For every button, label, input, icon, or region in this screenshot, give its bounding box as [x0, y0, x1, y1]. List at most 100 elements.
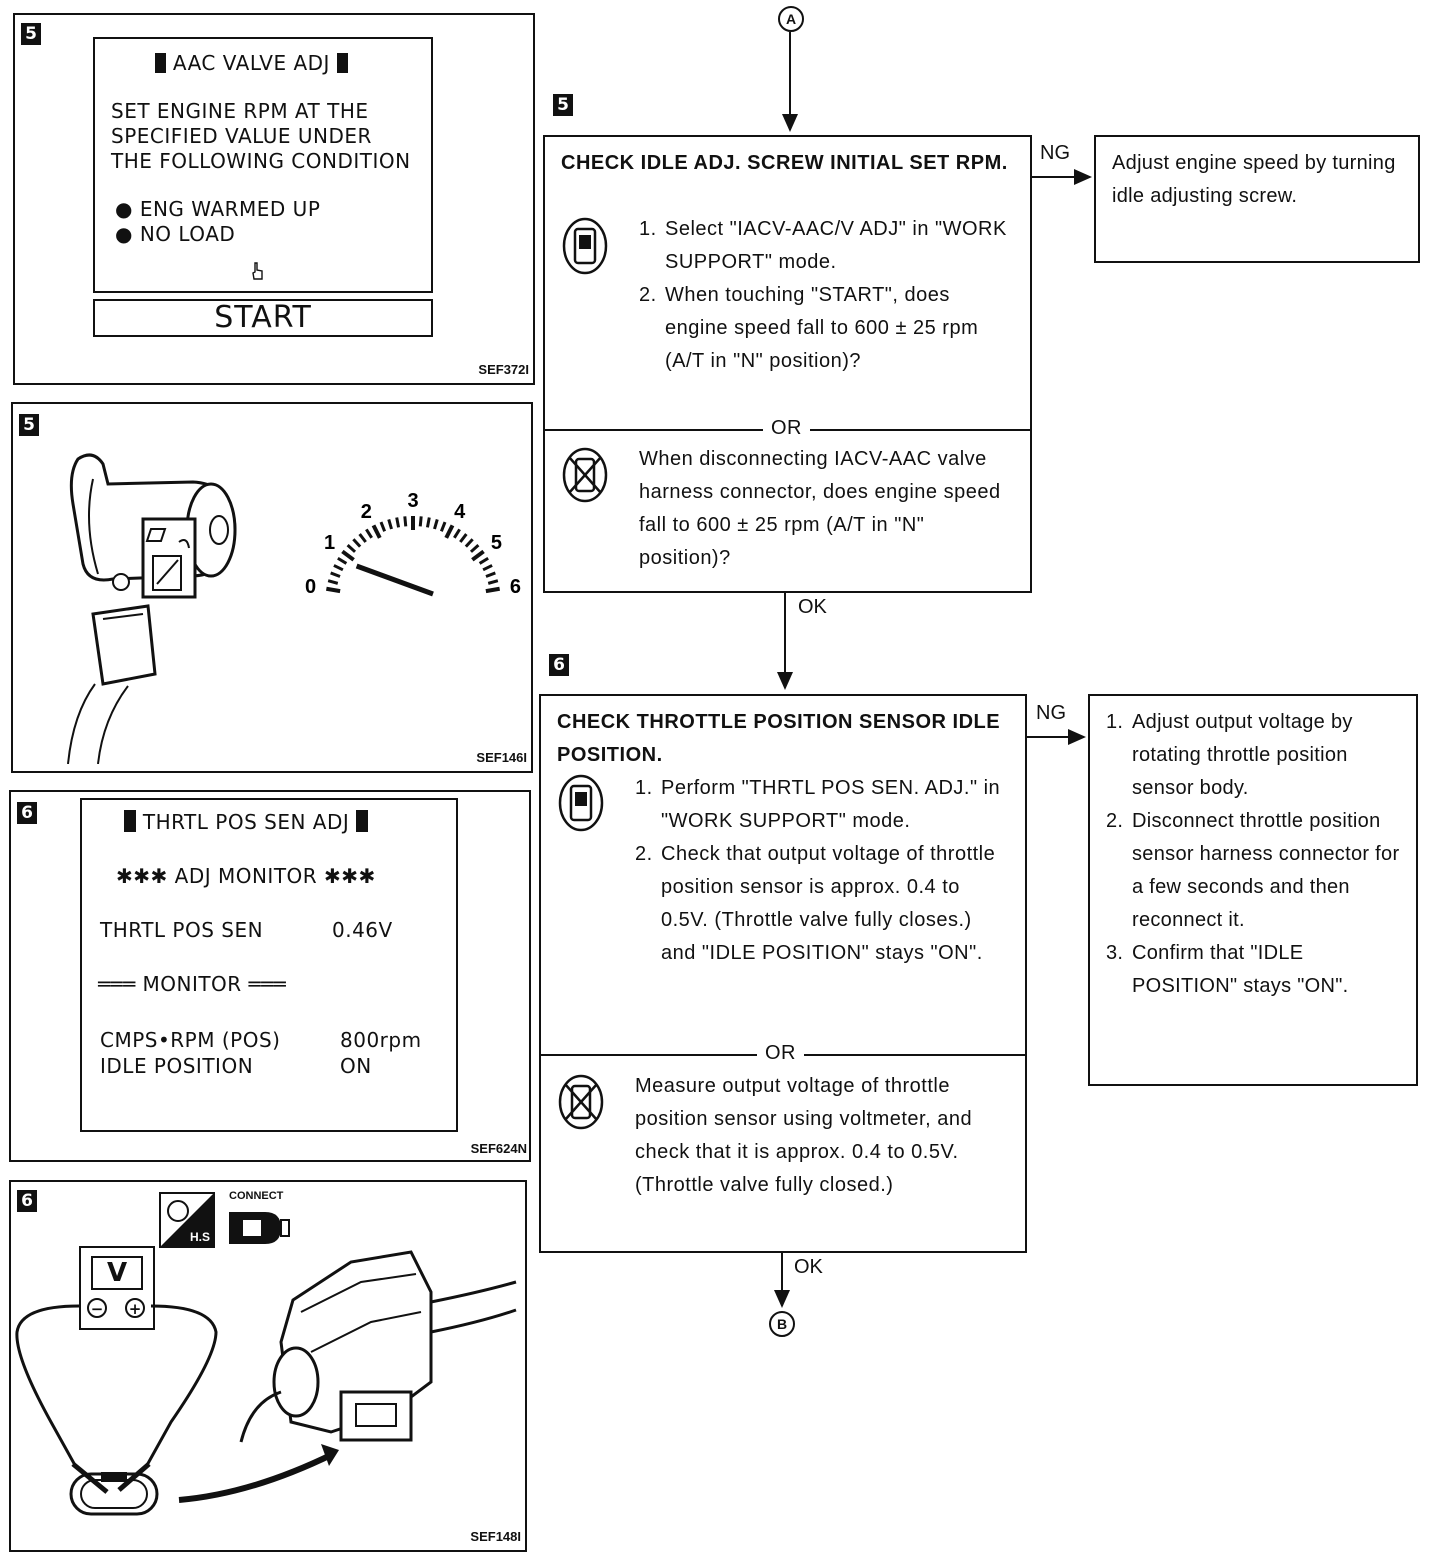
list-item: 2.Check that output voltage of throttle … [635, 838, 1005, 970]
gauge-tick [346, 544, 357, 553]
gauge-label: 4 [454, 501, 466, 523]
gauge-tick [365, 528, 373, 539]
gauge-tick [471, 549, 485, 562]
list-item: 2. When touching "START", does engine spe… [639, 279, 1009, 378]
gauge-tick [482, 564, 493, 572]
item-number: 1. [1106, 711, 1124, 733]
screen-title-text: AAC VALVE ADJ [172, 51, 330, 75]
item-number: 2. [1106, 810, 1124, 832]
hot-soak-icon: H.S [159, 1192, 215, 1248]
item-text: Confirm that "IDLE POSITION" stays "ON". [1132, 942, 1349, 997]
connector-a: A [778, 6, 804, 32]
start-button[interactable]: START [93, 299, 433, 337]
screen-line: THE FOLLOWING CONDITION [111, 149, 411, 173]
gauge-tick [425, 517, 431, 528]
list-item: 3. Confirm that "IDLE POSITION" stays "ON… [1106, 937, 1402, 1003]
step5-check-box: CHECK IDLE ADJ. SCREW INITIAL SET RPM. 1… [543, 135, 1032, 593]
iacv-aac-valve-illustration [67, 453, 237, 764]
gauge-tick [330, 571, 341, 578]
consult-tool-icon [558, 774, 604, 832]
or-label: OR [757, 1042, 804, 1065]
bullet-item: ● ENG WARMED UP [115, 197, 321, 221]
item-text: When touching "START", does engine speed… [665, 284, 979, 372]
ng-result-list: 1. Adjust output voltage by rotating thro… [1106, 706, 1402, 1003]
item-number: 2. [635, 843, 653, 865]
gauge-tick [358, 533, 367, 543]
step-badge: 5 [21, 23, 41, 45]
gauge-tick [485, 571, 496, 578]
adj-monitor-heading: ✱✱✱ ADJ MONITOR ✱✱✱ [116, 864, 376, 888]
step-badge: 5 [553, 94, 573, 116]
connector-b: B [769, 1311, 795, 1337]
gauge-tick [387, 518, 393, 530]
no-tool-icon [562, 447, 608, 503]
positive-terminal-icon: + [125, 1298, 145, 1318]
negative-terminal-icon: − [87, 1298, 107, 1318]
item-text: Disconnect throttle position sensor harn… [1132, 810, 1400, 931]
gauge-tick [418, 516, 423, 527]
list-item: 1. Adjust output voltage by rotating thro… [1106, 706, 1402, 805]
item-number: 2. [639, 284, 657, 306]
sensor-value: 0.46V [332, 918, 393, 942]
panel-aac-valve-adj: 5 AAC VALVE ADJ SET ENGINE RPM AT THE SP… [13, 13, 535, 385]
screen-line: SET ENGINE RPM AT THE [111, 99, 369, 123]
gauge-tick [371, 524, 382, 539]
screen-title: AAC VALVE ADJ [155, 51, 348, 75]
gauge-tick [403, 516, 408, 527]
screen-line: SPECIFIED VALUE UNDER [111, 124, 372, 148]
monitor-row-label: CMPS•RPM (POS) [100, 1028, 281, 1052]
gauge-label: 6 [510, 576, 521, 598]
consult-tool-icon [562, 217, 608, 275]
ok-label: OK [798, 596, 827, 618]
item-number: 3. [1106, 942, 1124, 964]
step-badge: 6 [17, 802, 37, 824]
sensor-label: THRTL POS SEN [100, 918, 264, 942]
gauge-tick [464, 538, 474, 548]
consult-screen: AAC VALVE ADJ SET ENGINE RPM AT THE SPEC… [93, 37, 433, 293]
item-number: 1. [639, 218, 657, 240]
gauge-tick [485, 586, 501, 594]
bullet-text: NO LOAD [139, 222, 236, 246]
step6-title: CHECK THROTTLE POSITION SENSOR IDLE POSI… [557, 711, 1001, 766]
figure-code: SEF624N [470, 1141, 527, 1156]
gauge-tick [327, 579, 339, 585]
gauge-label: 2 [361, 501, 372, 523]
step6-ng-result: 1. Adjust output voltage by rotating thro… [1088, 694, 1418, 1086]
gauge-tick [333, 564, 344, 572]
gauge-tick [379, 521, 387, 532]
monitor-row-label: IDLE POSITION [100, 1054, 254, 1078]
monitor-heading: ═══ MONITOR ═══ [98, 972, 287, 996]
gauge-tick [337, 556, 348, 565]
figure-code: SEF148I [470, 1529, 521, 1544]
bullet-text: ENG WARMED UP [139, 197, 321, 221]
voltmeter: V − + [79, 1246, 155, 1330]
gauge-tick [469, 544, 480, 553]
figure-code: SEF372I [478, 362, 529, 377]
list-item: 1. Select "IACV-AAC/V ADJ" in "WORK SUPPO… [639, 213, 1009, 279]
no-tool-icon [558, 1074, 604, 1130]
or-label: OR [763, 417, 810, 440]
gauge-label: 1 [324, 532, 335, 554]
step6-check-box: CHECK THROTTLE POSITION SENSOR IDLE POSI… [539, 694, 1027, 1253]
gauge-label: 0 [305, 576, 316, 598]
gauge-tick [325, 586, 341, 594]
gauge-tick [444, 524, 455, 539]
ok-label: OK [794, 1256, 823, 1278]
gauge-tick [341, 549, 355, 562]
step6-alt-text: Measure output voltage of throttle posit… [635, 1075, 973, 1196]
step5-ng-result: Adjust engine speed by turning idle adju… [1094, 135, 1420, 263]
panel-thrtl-pos-sen-adj: 6 THRTL POS SEN ADJ ✱✱✱ ADJ MONITOR ✱✱✱ … [9, 790, 531, 1162]
item-number: 1. [635, 777, 653, 799]
gauge-tick [352, 538, 362, 548]
gauge-label: 5 [491, 532, 502, 554]
figure-code: SEF146I [476, 750, 527, 765]
item-text: Select "IACV-AAC/V ADJ" in "WORK SUPPORT… [665, 218, 1007, 273]
monitor-row-value: ON [340, 1054, 372, 1078]
monitor-row-value: 800rpm [340, 1028, 422, 1052]
gauge-tick [478, 556, 489, 565]
item-text: Perform "THRTL POS SEN. ADJ." in "WORK S… [661, 777, 1001, 832]
gauge-tick [395, 517, 401, 528]
item-text: Adjust output voltage by rotating thrott… [1132, 711, 1353, 799]
step5-title: CHECK IDLE ADJ. SCREW INITIAL SET RPM. [561, 152, 1008, 174]
